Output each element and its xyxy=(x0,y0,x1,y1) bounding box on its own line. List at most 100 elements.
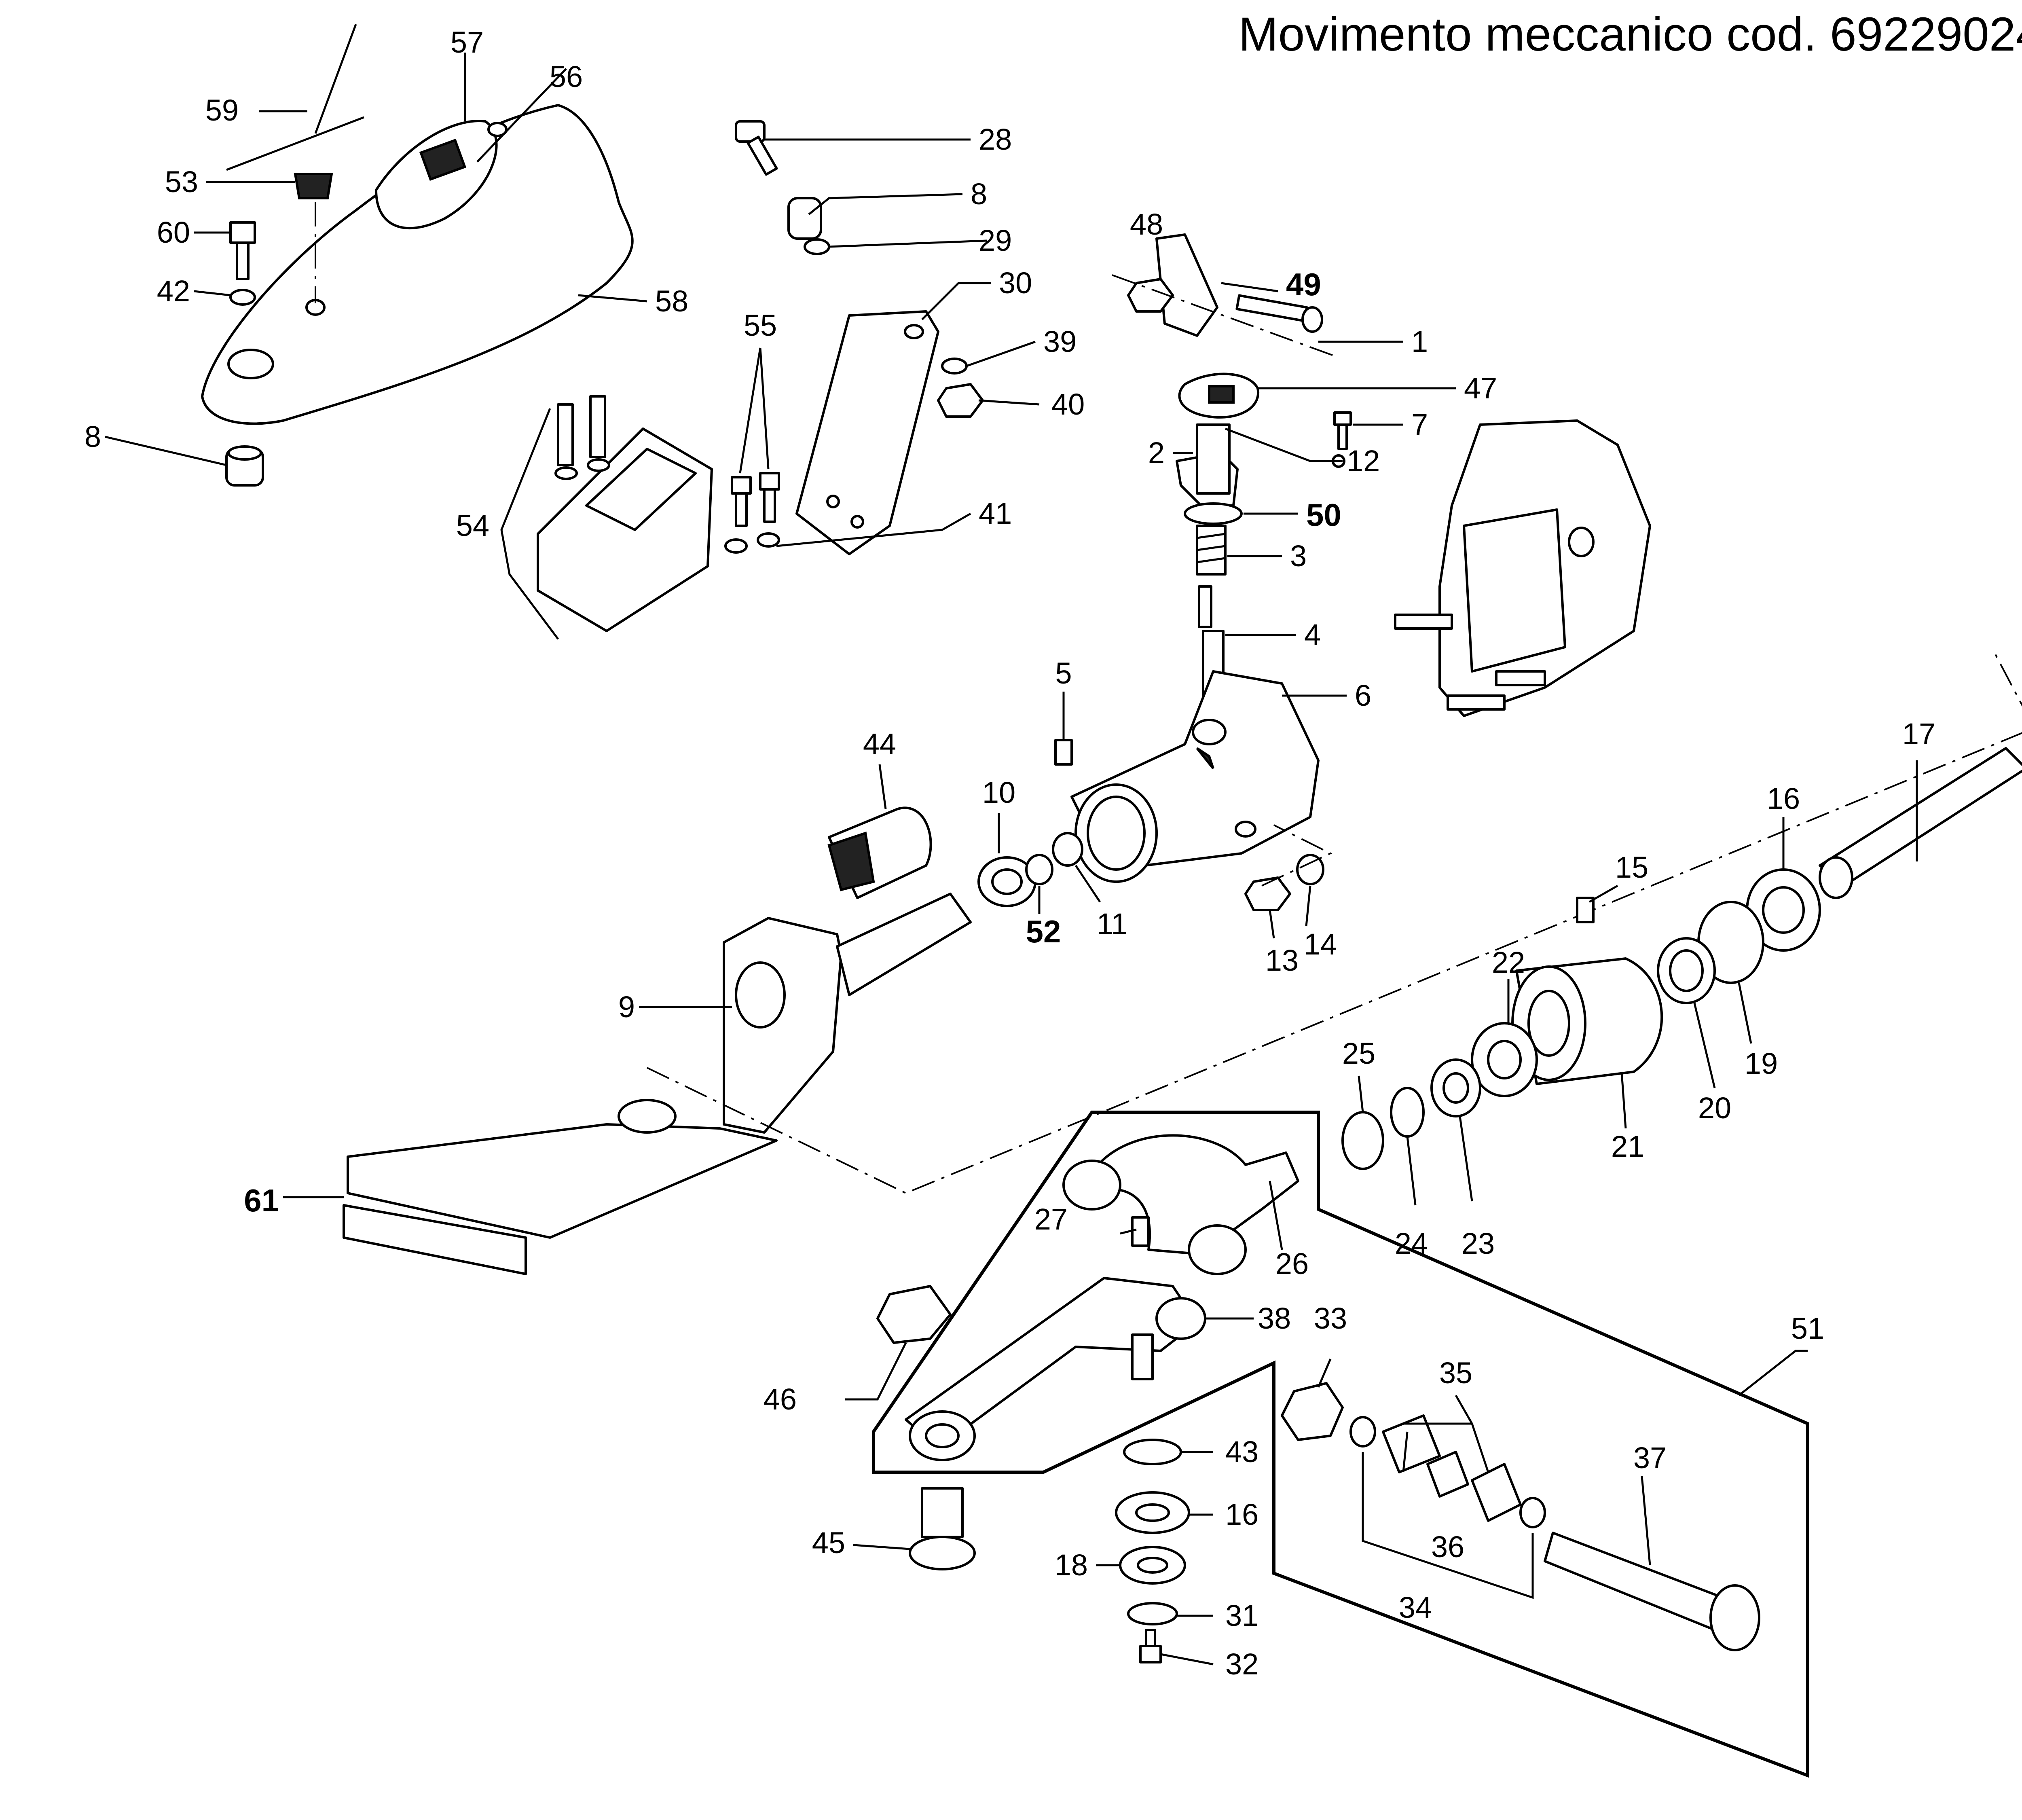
label-2: 2 xyxy=(1148,436,1165,470)
grease-nipple-5 xyxy=(1054,739,1073,766)
label-57: 57 xyxy=(451,25,484,59)
label-19: 19 xyxy=(1745,1047,1778,1080)
label-41: 41 xyxy=(979,497,1012,530)
spacer-20 xyxy=(1657,937,1716,1004)
tube-housing-6 xyxy=(1070,670,1320,883)
label-43: 43 xyxy=(1225,1435,1258,1469)
ring-52 xyxy=(1025,854,1053,885)
label-47: 47 xyxy=(1464,371,1497,405)
label-42: 42 xyxy=(157,274,190,308)
label-58: 58 xyxy=(655,284,688,318)
spacer-36 xyxy=(1426,1451,1469,1498)
needle-bearing-35-left xyxy=(1382,1414,1441,1473)
label-32: 32 xyxy=(1225,1647,1258,1681)
washer-14 xyxy=(1296,854,1324,885)
housing-2 xyxy=(1176,423,1239,507)
nut-33 xyxy=(1281,1382,1344,1441)
shaft-37 xyxy=(1544,1532,1760,1651)
label-61: 61 xyxy=(244,1183,279,1218)
washer-39 xyxy=(941,358,968,375)
label-50: 50 xyxy=(1306,497,1341,533)
label-17: 17 xyxy=(1902,717,1935,751)
label-55: 55 xyxy=(744,309,777,342)
label-27: 27 xyxy=(1034,1202,1068,1236)
ring-34-right xyxy=(1519,1497,1546,1528)
nut-46 xyxy=(876,1285,952,1344)
label-29: 29 xyxy=(979,224,1012,257)
bolt-60 xyxy=(229,221,256,280)
label-13: 13 xyxy=(1265,944,1299,977)
label-56: 56 xyxy=(550,60,583,93)
label-23: 23 xyxy=(1462,1227,1495,1260)
label-39: 39 xyxy=(1043,325,1077,358)
label-30: 30 xyxy=(999,266,1032,300)
label-16-lower: 16 xyxy=(1225,1498,1258,1531)
label-35: 35 xyxy=(1439,1356,1472,1390)
arm-38 xyxy=(905,1277,1206,1461)
label-3: 3 xyxy=(1290,539,1307,573)
part-labels: 59 53 60 42 57 56 58 8 54 55 28 8 29 30 … xyxy=(85,25,1935,1681)
ring-43 xyxy=(1123,1439,1182,1465)
screw-1 xyxy=(1235,294,1323,333)
label-31: 31 xyxy=(1225,1599,1258,1632)
screw-45 xyxy=(909,1487,976,1570)
shaft-17 xyxy=(1819,747,2022,899)
label-53: 53 xyxy=(165,165,198,199)
label-60: 60 xyxy=(157,216,190,249)
fork-26 xyxy=(1062,1134,1299,1275)
label-54: 54 xyxy=(456,509,489,542)
label-46: 46 xyxy=(764,1382,797,1416)
gearbox-casing xyxy=(1394,419,1651,717)
label-22: 22 xyxy=(1492,946,1525,979)
bearing-22 xyxy=(1471,1022,1538,1097)
label-6: 6 xyxy=(1355,679,1371,712)
lever-axis xyxy=(1112,274,1335,357)
washer-29 xyxy=(804,238,830,255)
label-26: 26 xyxy=(1275,1247,1309,1280)
label-5: 5 xyxy=(1055,656,1072,690)
label-7: 7 xyxy=(1411,408,1428,441)
label-37: 37 xyxy=(1633,1441,1667,1475)
label-44: 44 xyxy=(863,727,896,761)
hood-cover xyxy=(201,24,634,425)
label-45: 45 xyxy=(812,1526,845,1560)
label-15: 15 xyxy=(1615,851,1648,884)
label-8-top: 8 xyxy=(971,177,987,211)
bearing-16 xyxy=(1746,868,1821,952)
ring-34-left xyxy=(1349,1416,1376,1448)
washer-42 xyxy=(229,289,256,306)
grip-44 xyxy=(827,806,932,899)
label-1: 1 xyxy=(1411,325,1428,358)
circlip-11 xyxy=(1052,832,1083,867)
bearing-23 xyxy=(1430,1058,1481,1117)
frame-9 xyxy=(723,893,972,1134)
screw-7 xyxy=(1333,411,1352,450)
label-20: 20 xyxy=(1698,1091,1731,1125)
plate-47 xyxy=(1178,372,1260,419)
subassembly-51-frame xyxy=(872,1111,1809,1778)
label-16: 16 xyxy=(1767,782,1800,815)
support-block-54 xyxy=(500,395,713,640)
washer-24 xyxy=(1390,1087,1425,1138)
label-10: 10 xyxy=(982,776,1015,809)
label-40: 40 xyxy=(1051,387,1085,421)
nut-40 xyxy=(937,383,984,418)
label-28: 28 xyxy=(979,123,1012,156)
main-assembly-axis xyxy=(647,651,2022,1194)
label-12: 12 xyxy=(1347,444,1380,478)
label-8-left: 8 xyxy=(85,420,101,453)
needle-bearing-35-right xyxy=(1471,1463,1522,1522)
label-36: 36 xyxy=(1431,1530,1464,1564)
bracket-30 xyxy=(795,310,939,555)
knob-53 xyxy=(294,173,333,199)
label-34: 34 xyxy=(1399,1591,1432,1624)
washers-41 xyxy=(724,532,780,554)
label-25: 25 xyxy=(1342,1037,1375,1070)
label-9: 9 xyxy=(618,990,635,1024)
housing-axis xyxy=(1261,824,1332,887)
label-11: 11 xyxy=(1097,907,1128,941)
bearing-18 xyxy=(1119,1546,1186,1585)
label-49: 49 xyxy=(1286,267,1321,302)
nut-48 xyxy=(1127,278,1174,313)
